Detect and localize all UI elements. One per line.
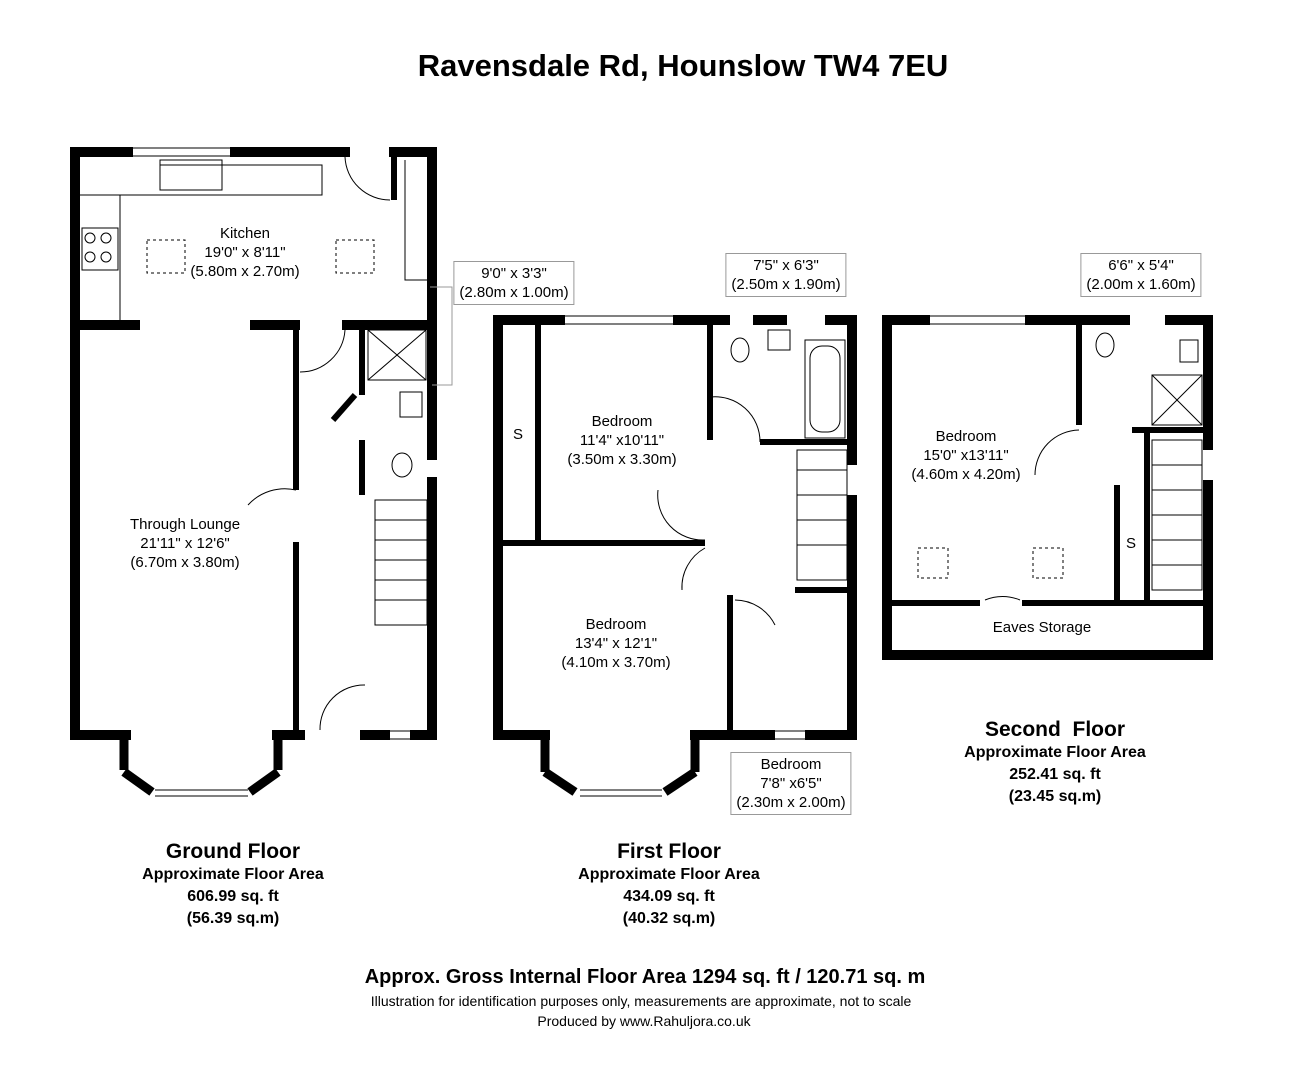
room-metric: (3.50m x 3.30m) [567,451,677,468]
room-name: Kitchen [219,225,271,242]
ground-floor-fixtures [80,147,453,740]
ensuite-dimension: 6'6" x 5'4" (2.00m x 1.60m) [1080,253,1202,297]
dim-metric: (2.00m x 1.60m) [1086,276,1196,293]
room-metric: (4.10m x 3.70m) [561,654,671,671]
ground-bay-window [119,740,283,796]
ground-floor-inner-walls [293,152,397,735]
room-imperial: 7'8" x6'5" [760,775,822,792]
dim-imperial: 9'0" x 3'3" [481,265,547,282]
second-storage-label: S [1125,535,1137,552]
room-metric: (6.70m x 3.80m) [130,554,240,571]
dim-imperial: 6'6" x 5'4" [1108,257,1174,274]
lounge-label: Through Lounge 21'11" x 12'6" (6.70m x 3… [130,515,240,572]
dim-metric: (2.80m x 1.00m) [459,284,569,301]
room-name: Bedroom [591,413,653,430]
room-name: Bedroom [585,616,647,633]
area-label: Approximate Floor Area [964,744,1146,761]
area-sqft: 252.41 sq. ft [1009,766,1101,783]
kitchen-label: Kitchen 19'0" x 8'11" (5.80m x 2.70m) [190,224,299,281]
first-storage-label: S [512,426,524,443]
area-sqm: (40.32 sq.m) [622,910,716,927]
area-sqft: 606.99 sq. ft [187,888,279,905]
ground-floor-summary: Ground Floor Approximate Floor Area 606.… [142,840,324,930]
page-title: Ravensdale Rd, Hounslow TW4 7EU [417,48,949,83]
gross-area: Approx. Gross Internal Floor Area 1294 s… [364,966,926,988]
room-name: Bedroom [760,756,822,773]
floor-name: Ground Floor [165,840,301,863]
dim-metric: (2.50m x 1.90m) [731,276,841,293]
second-floor-inner-walls [892,323,1204,606]
second-floor-walls [882,315,1213,660]
area-sqm: (23.45 sq.m) [1008,788,1102,805]
floor-name: First Floor [617,840,721,863]
first-bay-window [540,740,700,796]
room-metric: (2.30m x 2.00m) [736,794,846,811]
disclaimer: Illustration for identification purposes… [370,993,912,1009]
first-floor-inner-walls [503,323,850,732]
first-floor-fixtures [560,315,848,797]
second-floor-fixtures [917,315,1203,601]
room-imperial: 13'4" x 12'1" [574,635,658,652]
eaves-storage-label: Eaves Storage [992,619,1092,636]
room-imperial: 19'0" x 8'11" [204,244,286,261]
area-sqm: (56.39 sq.m) [186,910,280,927]
room-name: Through Lounge [129,516,241,533]
bedroom-3-label: Bedroom 7'8" x6'5" (2.30m x 2.00m) [730,752,852,815]
floor-name: Second Floor [984,718,1126,741]
second-floor-summary: Second Floor Approximate Floor Area 252.… [964,718,1146,808]
bedroom-1-label: Bedroom 11'4" x10'11" (3.50m x 3.30m) [567,412,676,469]
bathroom-dimension: 7'5" x 6'3" (2.50m x 1.90m) [725,253,847,297]
produced-by: Produced by www.Rahuljora.co.uk [537,1013,751,1029]
room-imperial: 11'4" x10'11" [579,432,665,449]
area-label: Approximate Floor Area [142,866,324,883]
bedroom-2-label: Bedroom 13'4" x 12'1" (4.10m x 3.70m) [561,615,670,672]
room-metric: (4.60m x 4.20m) [911,466,1021,483]
area-label: Approximate Floor Area [578,866,760,883]
dim-imperial: 7'5" x 6'3" [753,257,819,274]
area-sqft: 434.09 sq. ft [623,888,715,905]
first-floor-summary: First Floor Approximate Floor Area 434.0… [578,840,760,930]
shower-room-dimension: 9'0" x 3'3" (2.80m x 1.00m) [453,261,575,305]
room-imperial: 15'0" x13'11" [923,447,1009,464]
room-name: Bedroom [935,428,997,445]
ground-floor-walls [70,147,437,740]
room-imperial: 21'11" x 12'6" [140,535,230,552]
second-bedroom-label: Bedroom 15'0" x13'11" (4.60m x 4.20m) [911,427,1020,484]
first-floor-walls [493,315,857,740]
room-metric: (5.80m x 2.70m) [190,263,300,280]
